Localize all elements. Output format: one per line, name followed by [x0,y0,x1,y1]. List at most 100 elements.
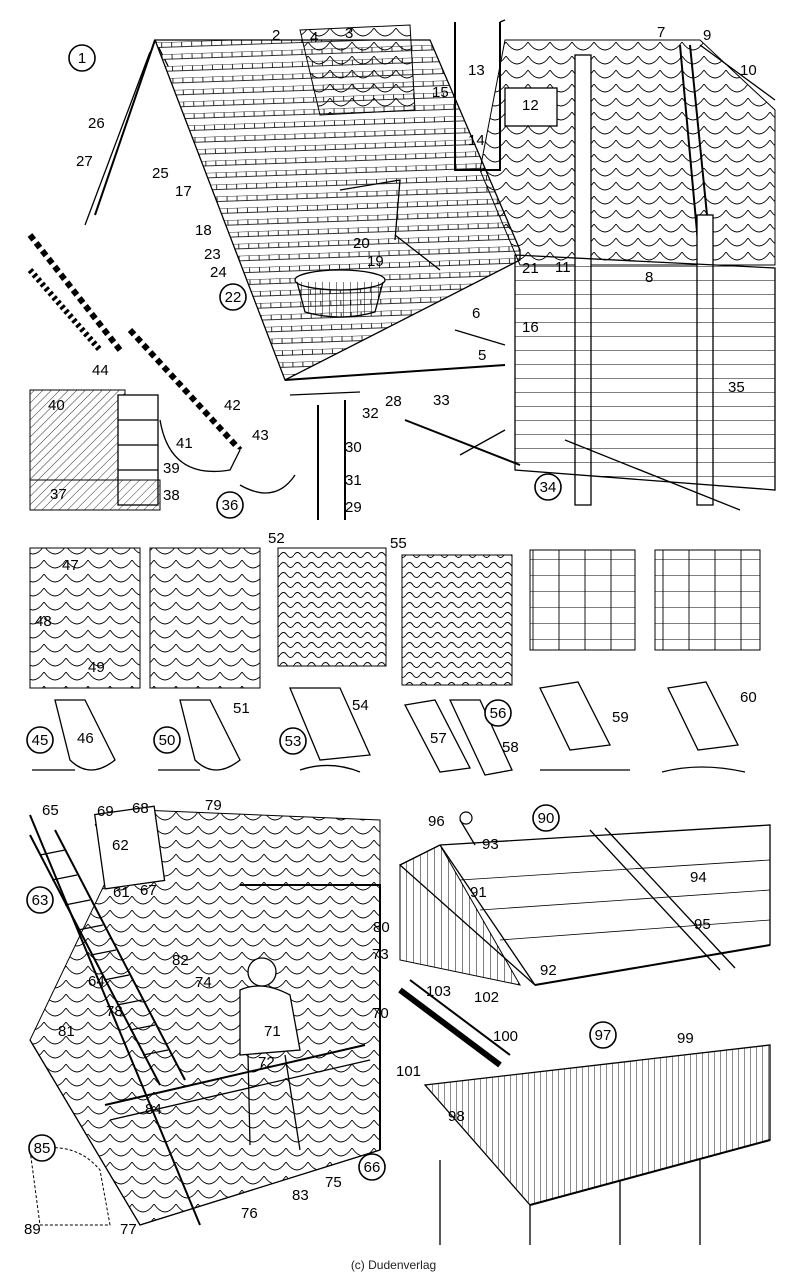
label-38: 38 [163,487,180,504]
label-83: 83 [292,1187,309,1204]
label-72: 72 [258,1054,275,1071]
circled-number-34: 34 [534,473,562,501]
label-18: 18 [195,222,212,239]
circle-outline [279,727,307,755]
label-43: 43 [252,427,269,444]
label-3: 3 [345,25,353,42]
label-14: 14 [468,132,485,149]
circle-outline [358,1153,386,1181]
label-29: 29 [345,499,362,516]
circled-number-text: 53 [285,733,302,750]
label-64: 64 [88,973,105,990]
label-73: 73 [372,946,389,963]
section-tile-types-labels: 46 47 48 49 51 52 54 55 57 58 59 60 [35,530,757,756]
circle-outline [219,283,247,311]
label-62: 62 [112,837,129,854]
circled-number-53: 53 [279,727,307,755]
section-63-slate-roof [29,805,381,1226]
label-9: 9 [703,27,711,44]
label-89: 89 [24,1221,41,1238]
circled-number-text: 34 [540,479,557,496]
label-13: 13 [468,62,485,79]
circled-number-text: 85 [34,1140,51,1157]
label-75: 75 [325,1174,342,1191]
circled-number-66: 66 [358,1153,386,1181]
section-tile-types [29,547,761,776]
label-99: 99 [677,1030,694,1047]
section-1-roof-overview [27,19,776,520]
label-78: 78 [106,1003,123,1020]
circle-outline [26,886,54,914]
label-70: 70 [372,1005,389,1022]
label-51: 51 [233,700,250,717]
circled-number-text: 97 [595,1027,612,1044]
label-20: 20 [353,235,370,252]
label-35: 35 [728,379,745,396]
circle-outline [153,726,181,754]
circled-number-45: 45 [26,726,54,754]
circled-number-56: 56 [484,699,512,727]
circle-outline [216,491,244,519]
label-74: 74 [195,974,212,991]
circle-outline [534,473,562,501]
circled-number-text: 66 [364,1159,381,1176]
circle-outline [484,699,512,727]
circled-number-50: 50 [153,726,181,754]
label-44: 44 [92,362,109,379]
label-46: 46 [77,730,94,747]
section-1-labels: 2 3 4 5 6 7 8 9 10 11 12 13 14 15 16 17 … [48,24,757,516]
label-57: 57 [430,730,447,747]
section-63-labels: 61 62 64 65 67 68 69 70 71 72 73 74 75 7… [24,797,390,1238]
label-98: 98 [448,1108,465,1125]
label-59: 59 [612,709,629,726]
label-31: 31 [345,472,362,489]
label-28: 28 [385,393,402,410]
label-5: 5 [478,347,486,364]
label-48: 48 [35,613,52,630]
label-71: 71 [264,1023,281,1040]
circled-number-text: 1 [78,50,86,67]
section-90-97-labels: 91 92 93 94 95 96 98 99 100 101 102 103 [396,813,711,1125]
label-15: 15 [432,84,449,101]
label-84: 84 [145,1101,162,1118]
label-76: 76 [241,1205,258,1222]
label-24: 24 [210,264,227,281]
label-27: 27 [76,153,93,170]
label-39: 39 [163,460,180,477]
label-2: 2 [272,27,280,44]
label-91: 91 [470,884,487,901]
label-26: 26 [88,115,105,132]
circled-number-36: 36 [216,491,244,519]
circled-number-97: 97 [589,1021,617,1049]
label-37: 37 [50,486,67,503]
label-16: 16 [522,319,539,336]
label-93: 93 [482,836,499,853]
circle-outline [26,726,54,754]
label-12: 12 [522,97,539,114]
label-69: 69 [97,803,114,820]
circled-number-90: 90 [532,804,560,832]
label-42: 42 [224,397,241,414]
label-54: 54 [352,697,369,714]
label-7: 7 [657,24,665,41]
circled-number-text: 36 [222,497,239,514]
label-68: 68 [132,800,149,817]
circle-outline [28,1134,56,1162]
circled-number-text: 90 [538,810,555,827]
copyright-notice: (c) Dudenverlag [350,1258,437,1272]
label-103: 103 [426,983,451,1000]
label-6: 6 [472,305,480,322]
label-77: 77 [120,1221,137,1238]
circled-number-text: 63 [32,892,49,909]
label-40: 40 [48,397,65,414]
circled-number-text: 50 [159,732,176,749]
circle-outline [68,44,96,72]
label-65: 65 [42,802,59,819]
label-17: 17 [175,183,192,200]
label-19: 19 [367,253,384,270]
label-80: 80 [373,919,390,936]
label-79: 79 [205,797,222,814]
circled-number-85: 85 [28,1134,56,1162]
label-41: 41 [176,435,193,452]
